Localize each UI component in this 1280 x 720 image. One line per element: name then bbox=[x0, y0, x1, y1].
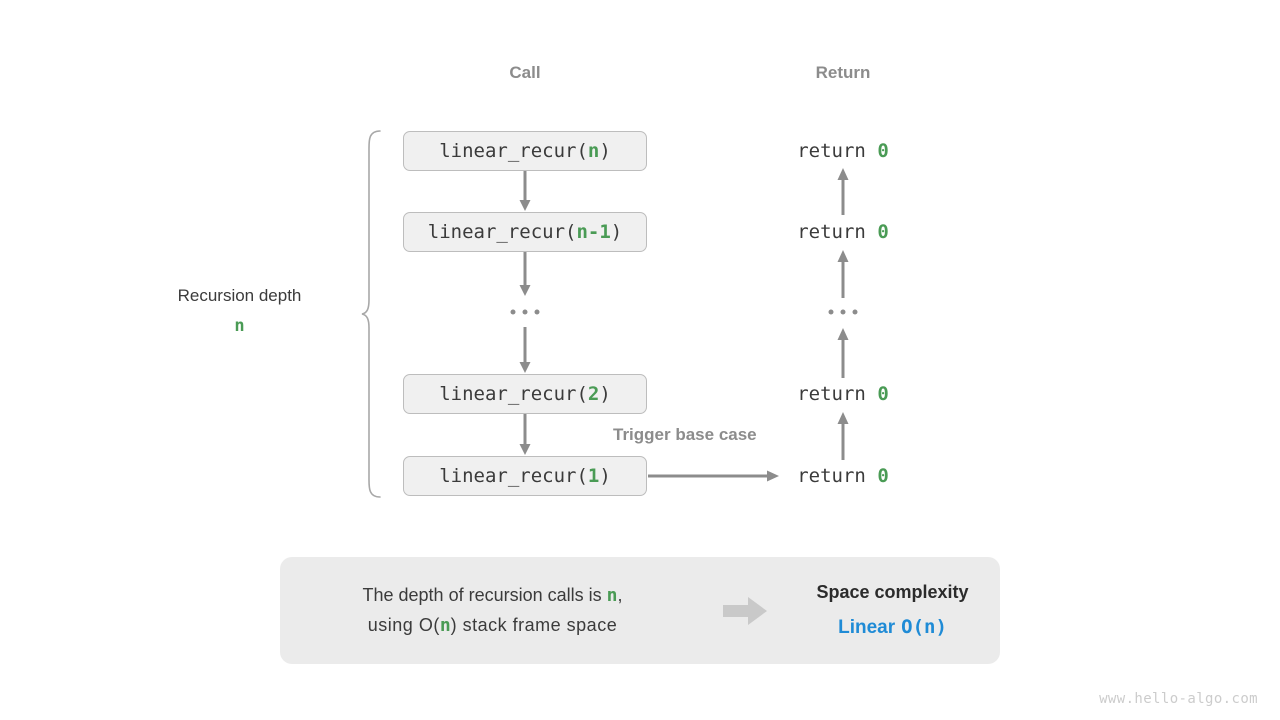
summary-block-arrow-container bbox=[705, 596, 785, 625]
call-box-arg: n-1 bbox=[576, 221, 611, 243]
call-arrow-down-1 bbox=[519, 171, 531, 211]
return-arrow-up-3 bbox=[837, 328, 849, 378]
ellipsis-dot bbox=[534, 309, 540, 315]
call-box-suffix: ) bbox=[599, 140, 611, 162]
call-arrow-down-2 bbox=[519, 252, 531, 296]
return-arrow-up-1 bbox=[837, 168, 849, 215]
call-box-prefix: linear_recur( bbox=[439, 383, 588, 405]
call-box-arg: 2 bbox=[587, 383, 600, 405]
complexity-notation: O(n) bbox=[901, 615, 947, 638]
summary-line-1-text-a: The depth of recursion calls is bbox=[362, 584, 607, 605]
call-box-prefix: linear_recur( bbox=[427, 221, 577, 243]
summary-panel: The depth of recursion calls is n, using… bbox=[280, 557, 1000, 664]
return-text: return bbox=[797, 140, 878, 162]
summary-line-2-n: n bbox=[439, 614, 451, 636]
return-label-3: return 0 bbox=[797, 383, 889, 405]
call-box-arg: 1 bbox=[587, 465, 600, 487]
return-value: 0 bbox=[877, 221, 889, 243]
summary-line-1-n: n bbox=[606, 584, 618, 606]
column-header-call: Call bbox=[509, 63, 541, 82]
call-box-suffix: ) bbox=[599, 383, 611, 405]
call-box-1: linear_recur(1) bbox=[403, 456, 647, 496]
ellipsis-dot bbox=[840, 309, 846, 315]
return-arrow-up-4 bbox=[837, 412, 849, 460]
ellipsis-dot bbox=[852, 309, 858, 315]
recursion-depth-brace bbox=[361, 130, 381, 498]
ellipsis-dot bbox=[828, 309, 834, 315]
call-arrow-down-3 bbox=[519, 327, 531, 373]
return-text: return bbox=[797, 383, 878, 405]
base-case-arrow-right bbox=[648, 470, 779, 482]
return-text: return bbox=[797, 221, 878, 243]
call-box-suffix: ) bbox=[599, 465, 611, 487]
return-label-2: return 0 bbox=[797, 221, 889, 243]
call-box-n-minus-1: linear_recur(n-1) bbox=[403, 212, 647, 252]
call-arrow-down-4 bbox=[519, 414, 531, 455]
call-box-suffix: ) bbox=[610, 221, 623, 243]
call-box-n: linear_recur(n) bbox=[403, 131, 647, 171]
summary-line-1-text-b: , bbox=[617, 584, 623, 605]
return-label-1: return 0 bbox=[797, 140, 889, 162]
return-column-ellipsis bbox=[828, 309, 858, 315]
summary-line-1: The depth of recursion calls is n, bbox=[280, 581, 705, 611]
return-label-4: return 0 bbox=[797, 465, 889, 487]
recursion-depth-text: Recursion depth bbox=[177, 286, 302, 305]
space-complexity-title: Space complexity bbox=[816, 581, 969, 602]
call-box-2: linear_recur(2) bbox=[403, 374, 647, 414]
recursion-depth-label: Recursion depth n bbox=[152, 285, 327, 338]
ellipsis-dot bbox=[522, 309, 528, 315]
call-column-ellipsis bbox=[510, 309, 540, 315]
column-header-return: Return bbox=[815, 63, 871, 82]
summary-description: The depth of recursion calls is n, using… bbox=[280, 581, 705, 640]
call-box-arg: n bbox=[587, 140, 600, 162]
summary-line-2-text-a: using O( bbox=[367, 614, 440, 635]
block-arrow-right-icon bbox=[723, 596, 767, 625]
return-value: 0 bbox=[877, 465, 889, 487]
return-value: 0 bbox=[877, 140, 889, 162]
ellipsis-dot bbox=[510, 309, 516, 315]
complexity-name: Linear bbox=[838, 616, 896, 638]
return-value: 0 bbox=[877, 383, 889, 405]
call-box-prefix: linear_recur( bbox=[439, 140, 588, 162]
call-box-prefix: linear_recur( bbox=[439, 465, 588, 487]
trigger-base-case-note: Trigger base case bbox=[613, 425, 757, 444]
summary-line-2: using O(n) stack frame space bbox=[280, 611, 705, 641]
return-arrow-up-2 bbox=[837, 250, 849, 298]
watermark: www.hello-algo.com bbox=[1099, 691, 1258, 707]
recursion-depth-value: n bbox=[234, 316, 245, 337]
summary-line-2-text-b: ) stack frame space bbox=[450, 614, 618, 635]
return-text: return bbox=[797, 465, 878, 487]
